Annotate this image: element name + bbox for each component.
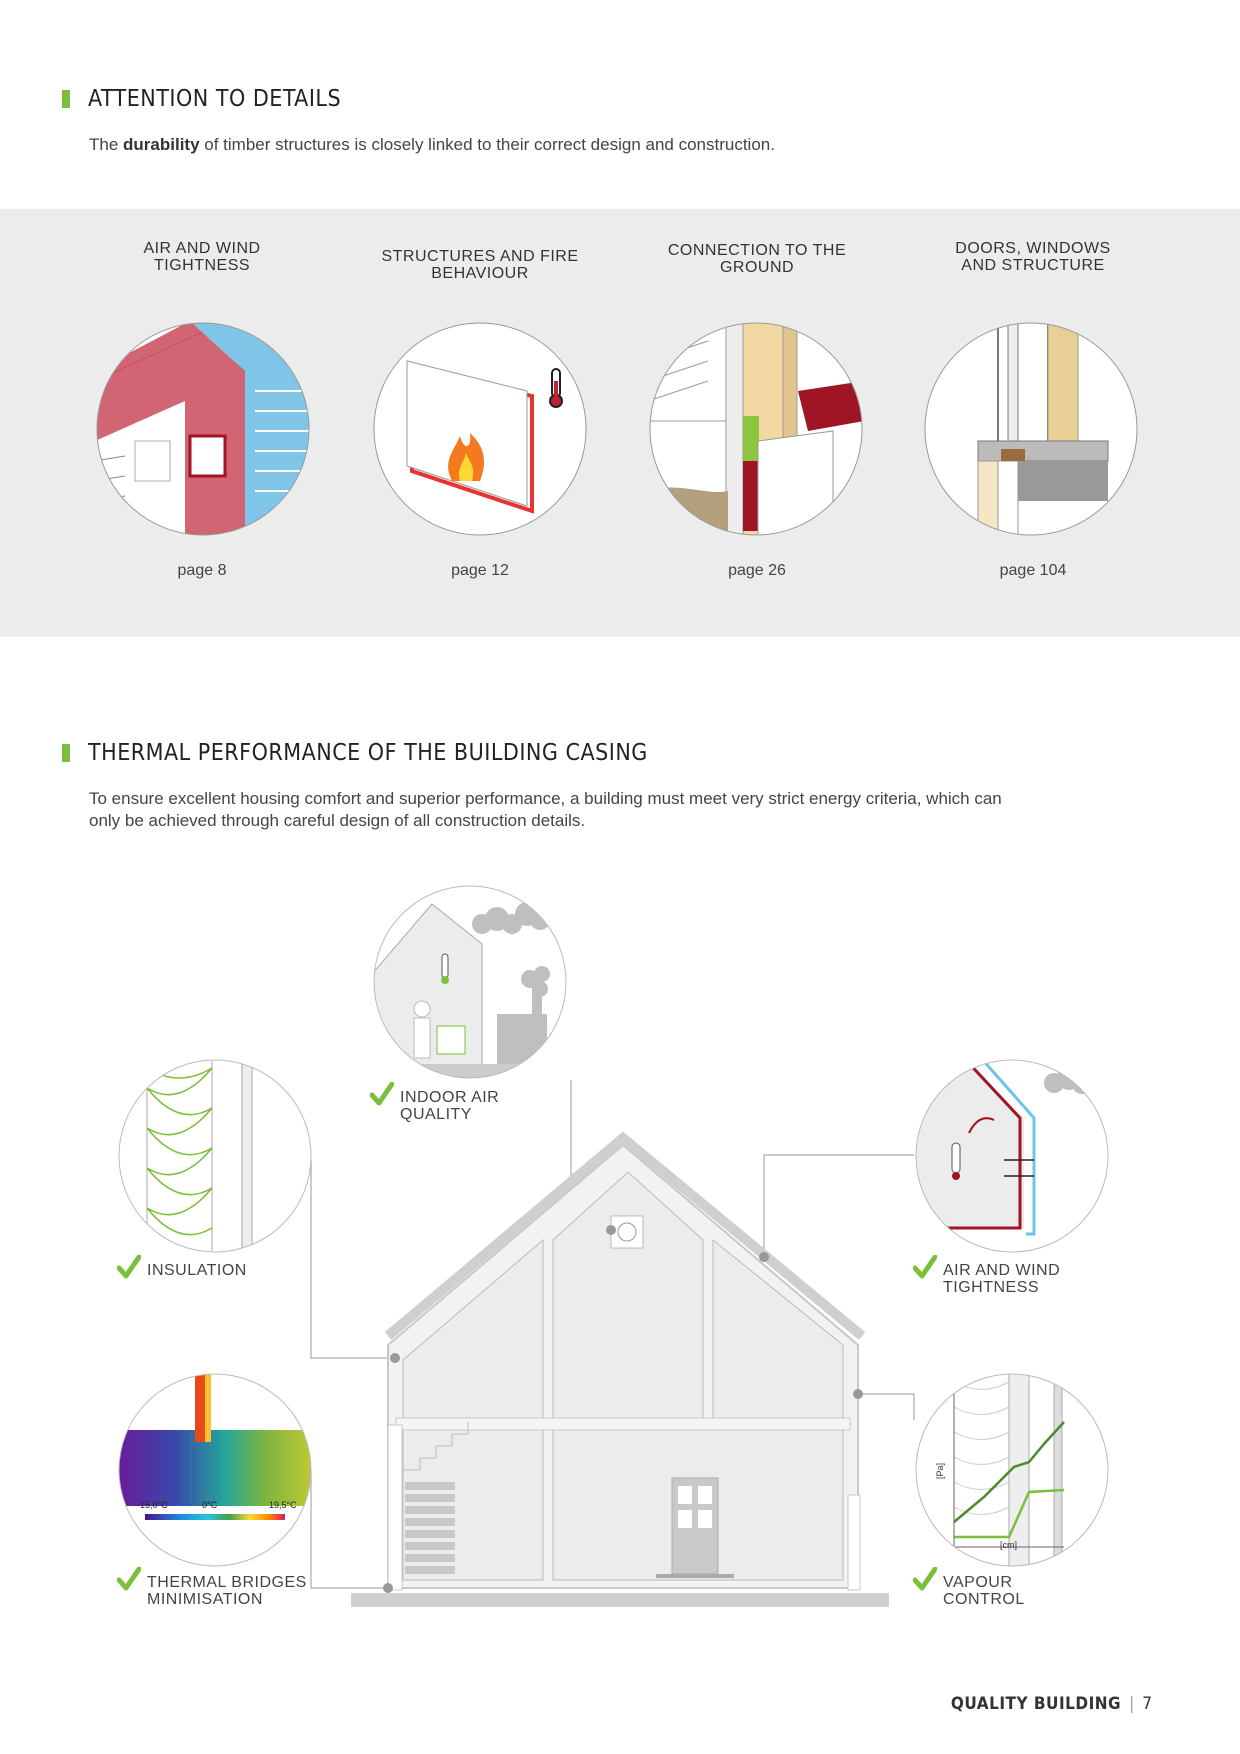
card-title-doors-windows: DOORS, WINDOWS AND STRUCTURE [955,240,1111,274]
card-title-air-wind: AIR AND WIND TIGHTNESS [143,240,261,274]
vapour-axis-x: [cm] [1000,1540,1017,1550]
accent-bar [62,744,70,762]
card-title-ground: CONNECTION TO THE GROUND [667,242,847,276]
footer-label: QUALITY BUILDING [950,1694,1122,1714]
section2-intro: To ensure excellent housing comfort and … [89,789,1002,830]
section1-intro: The durability of timber structures is c… [89,135,775,154]
label-insulation: INSULATION [147,1262,247,1279]
label-thermal-bridges: THERMAL BRIDGES MINIMISATION [147,1574,307,1608]
vapour-control-illustration [915,1373,1109,1567]
insulation-illustration [118,1059,312,1253]
page-footer: QUALITY BUILDING | 7 [951,1694,1152,1714]
house-diagram [310,1080,915,1607]
checkmark-icon [370,1082,394,1106]
thermal-scale-min: -15,0°C [137,1500,168,1510]
checkmark-icon [913,1255,937,1279]
ground-connection-illustration [649,322,863,536]
card-page-air-wind[interactable]: page 8 [177,562,227,579]
fire-illustration [373,322,587,536]
indoor-air-illustration [373,885,567,1079]
checkmark-icon [913,1567,937,1591]
card-page-fire[interactable]: page 12 [451,562,509,579]
card-title-fire: STRUCTURES AND FIRE BEHAVIOUR [381,248,579,282]
doors-windows-illustration [924,322,1138,536]
label-indoor-air: INDOOR AIR QUALITY [400,1089,500,1123]
thermal-scale-mid: 0°C [202,1500,218,1510]
page-number: 7 [1142,1694,1152,1714]
label-air-wind: AIR AND WIND TIGHTNESS [943,1262,1061,1296]
card-page-ground[interactable]: page 26 [728,562,786,579]
vent-fan-icon [610,1215,644,1249]
ground-slab [351,1593,889,1607]
thermal-scale-max: 19,5°C [269,1500,297,1510]
stairs [405,1482,455,1574]
footer-separator: | [1129,1694,1135,1714]
card-page-doors-windows[interactable]: page 104 [999,562,1067,579]
air-wind-illustration [96,322,310,536]
vapour-axis-y: [Pa] [935,1462,946,1480]
checkmark-icon [117,1255,141,1279]
accent-bar [62,90,70,108]
checkmark-icon [117,1567,141,1591]
label-vapour: VAPOUR CONTROL [943,1574,1025,1608]
thermal-bridges-illustration [118,1373,312,1567]
air-wind-tightness-illustration [915,1059,1109,1253]
